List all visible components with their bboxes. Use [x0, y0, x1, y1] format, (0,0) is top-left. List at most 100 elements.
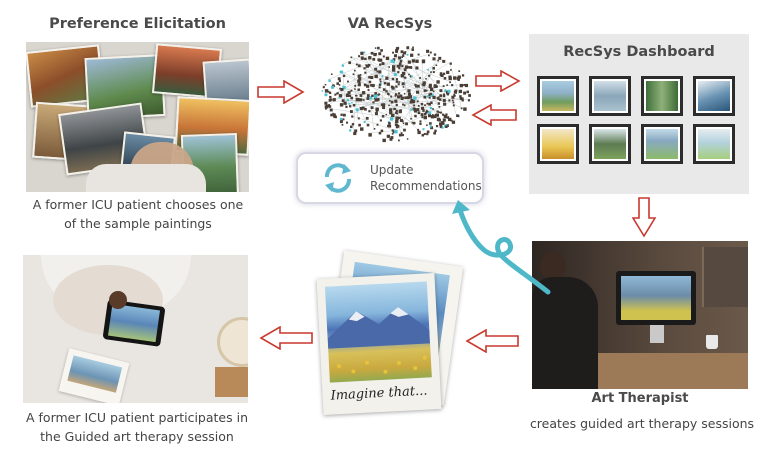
network-node — [370, 51, 374, 55]
network-node — [415, 85, 418, 88]
network-node — [449, 62, 452, 65]
network-node — [325, 107, 327, 110]
dashboard-painting[interactable] — [693, 76, 735, 116]
network-node — [391, 65, 396, 69]
network-node — [442, 94, 446, 98]
network-node — [355, 94, 358, 97]
network-node — [338, 96, 341, 99]
network-node — [354, 84, 357, 87]
network-node — [430, 126, 434, 130]
network-node — [425, 78, 427, 80]
network-node — [340, 87, 344, 92]
network-node — [402, 122, 405, 125]
network-node — [414, 83, 417, 87]
network-node — [414, 107, 416, 110]
network-edge — [349, 98, 468, 106]
network-node — [389, 137, 393, 141]
dashboard-painting[interactable] — [589, 124, 631, 164]
network-edge — [351, 59, 443, 116]
network-node — [414, 114, 417, 118]
network-node — [420, 102, 424, 106]
network-node — [422, 128, 425, 131]
network-node — [403, 68, 407, 72]
recommendations-label: Recommendations — [370, 179, 482, 193]
network-node — [435, 125, 439, 128]
network-node — [332, 98, 336, 102]
dashboard-painting[interactable] — [589, 76, 631, 116]
network-node — [341, 64, 345, 67]
dashboard-painting[interactable] — [641, 124, 683, 164]
network-node — [374, 92, 378, 95]
dashboard-painting[interactable] — [641, 76, 683, 116]
network-node — [438, 98, 442, 101]
preference-elicitation-title: Preference Elicitation — [49, 16, 226, 32]
network-node — [437, 59, 439, 62]
network-node — [373, 128, 376, 130]
network-node — [397, 83, 400, 86]
network-node — [442, 85, 445, 88]
network-node — [461, 74, 465, 77]
network-edge — [328, 79, 352, 103]
network-node — [417, 130, 421, 135]
network-node — [407, 92, 412, 96]
network-node — [347, 80, 349, 83]
network-node — [423, 82, 426, 85]
network-node — [451, 95, 455, 99]
network-node — [432, 90, 435, 93]
network-node — [401, 71, 406, 76]
network-node — [366, 97, 370, 100]
network-node — [426, 102, 429, 105]
network-node — [402, 103, 404, 106]
network-node — [408, 73, 410, 76]
network-node — [374, 47, 377, 49]
network-node — [378, 83, 381, 86]
network-node — [381, 75, 384, 78]
network-node — [382, 88, 386, 91]
network-node — [333, 113, 336, 117]
network-edge — [451, 99, 457, 115]
network-node — [338, 79, 342, 83]
network-node — [417, 53, 420, 56]
network-node — [429, 125, 432, 128]
network-node — [425, 89, 428, 92]
network-node — [339, 103, 344, 107]
network-node — [429, 51, 432, 54]
network-node — [442, 59, 446, 63]
network-node — [338, 94, 343, 98]
network-node — [412, 100, 416, 104]
network-edge — [339, 56, 399, 96]
network-node — [427, 110, 429, 113]
network-node — [442, 72, 446, 75]
network-node — [403, 51, 406, 55]
network-node — [355, 94, 357, 97]
recsys-network-graph — [321, 46, 471, 143]
network-node — [358, 77, 362, 81]
network-node — [382, 106, 386, 109]
dashboard-painting[interactable] — [537, 124, 579, 164]
network-node — [439, 122, 443, 126]
network-node — [412, 121, 416, 125]
network-node — [322, 86, 325, 89]
network-node — [458, 70, 461, 72]
network-node — [433, 53, 437, 56]
network-node — [404, 96, 407, 99]
update-label: Update — [370, 163, 414, 177]
update-recommendations-box[interactable]: Update Recommendations — [296, 152, 484, 204]
network-node — [438, 56, 442, 60]
network-node — [441, 126, 444, 129]
network-node — [351, 115, 354, 118]
network-node — [367, 63, 371, 67]
network-node — [441, 122, 445, 125]
network-node — [405, 122, 408, 126]
network-node — [438, 105, 441, 108]
network-node — [439, 111, 442, 114]
network-node — [421, 59, 426, 63]
network-node — [339, 70, 342, 73]
network-node — [395, 78, 399, 81]
dashboard-painting[interactable] — [537, 76, 579, 116]
preference-caption: A former ICU patient chooses one of the … — [20, 195, 256, 233]
network-node — [411, 59, 416, 63]
network-node — [363, 67, 366, 70]
dashboard-painting[interactable] — [693, 124, 735, 164]
network-node — [397, 95, 401, 99]
